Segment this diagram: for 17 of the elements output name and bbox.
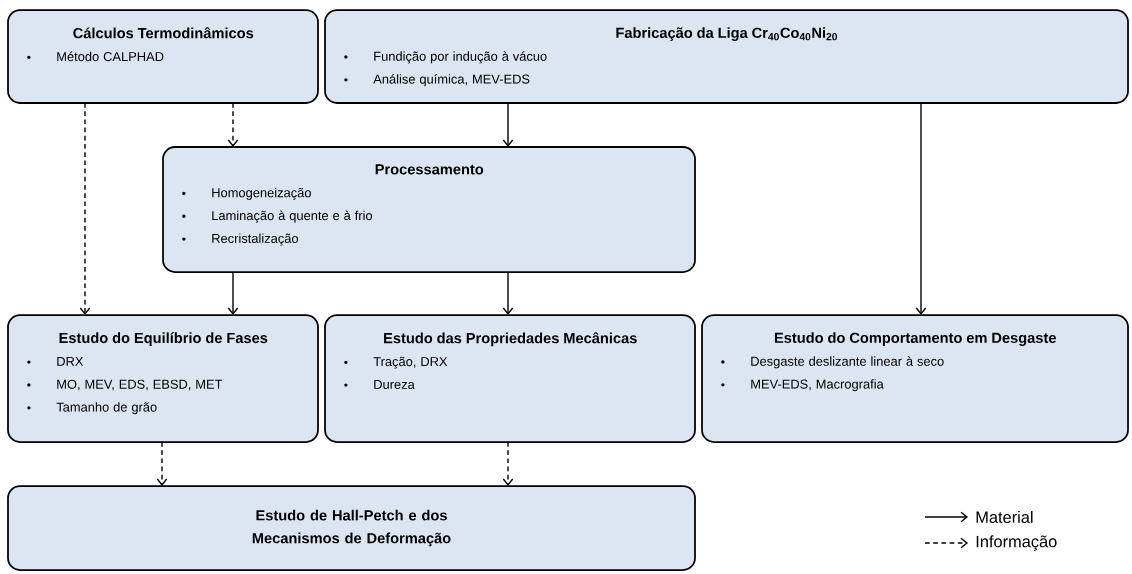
arrow [915, 102, 927, 315]
process-box: Cálculos Termodinâmicos Método CALPHAD [7, 9, 319, 104]
arrow [79, 102, 91, 315]
arrow [502, 102, 514, 147]
legend-label: Material [976, 511, 1033, 524]
process-box: Processamento Homogeneização Laminação à quente e à frio Recristalização [162, 146, 696, 273]
arrow [502, 441, 514, 486]
process-box: Estudo do Comportamento em Desgaste Desgaste deslizante linear à seco MEV-EDS, Macrografia [701, 314, 1129, 443]
process-box: Estudo do Equilíbrio de Fases DRX MO, MEV, EDS, EBSD, MET Tamanho de grão [7, 314, 319, 443]
legend-label: Informação [976, 535, 1057, 551]
process-box: Estudo das Propriedades Mecânicas Tração, DRX Dureza [324, 314, 696, 443]
process-box: Estudo de Hall-Petch e dos Mecanismos de Deformação [7, 485, 696, 571]
process-box: Fabricação da Liga Cr$_{40}$Co$_{40}$Ni$_{20}$ Fundição por indução à vácuo Análise química, MEV-EDS [324, 9, 1129, 104]
arrow [227, 102, 239, 147]
arrow [156, 441, 168, 486]
arrow [502, 271, 514, 315]
arrow [227, 271, 239, 315]
